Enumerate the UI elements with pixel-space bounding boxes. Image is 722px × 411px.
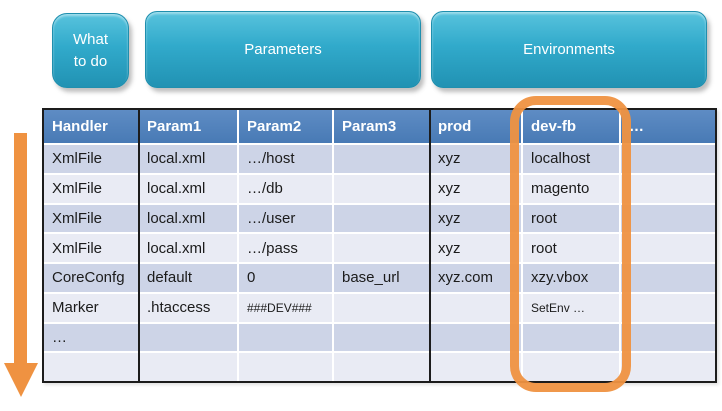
table-cell: Marker [52, 299, 99, 317]
table-cell: XmlFile [52, 150, 103, 168]
table-cell: local.xml [139, 204, 239, 233]
table-cell [621, 294, 715, 322]
table-cell: ###DEV### [239, 293, 334, 322]
column-header: Param1 [139, 110, 239, 143]
table-cell: xyz [430, 174, 523, 203]
column-divider-handler [138, 110, 140, 381]
table-cell [621, 175, 715, 203]
table-cell [621, 234, 715, 262]
table-cell: xyz.com [430, 264, 523, 292]
table-cell [621, 205, 715, 233]
table-cell [621, 324, 715, 352]
table-cell [239, 323, 334, 352]
column-header: prod [430, 110, 523, 143]
table-cell: magento [523, 174, 621, 203]
table-cell [334, 353, 430, 381]
table-cell [239, 353, 334, 381]
column-header: dev-fb [523, 110, 621, 143]
column-header: … [629, 118, 644, 135]
table-cell [44, 353, 139, 381]
table-cell [334, 324, 430, 352]
table-row: Marker .htaccess###DEV### SetEnv … [44, 291, 715, 322]
column-header: Handler [52, 118, 108, 135]
table-cell [139, 323, 239, 352]
table-cell: base_url [342, 269, 400, 287]
table-cell [139, 353, 239, 381]
parameters-button: Parameters [145, 11, 421, 88]
table-cell: CoreConfg [52, 269, 125, 287]
table-row: … [44, 321, 715, 352]
table-cell: root [523, 204, 621, 233]
table-cell: …/db [239, 174, 334, 203]
table-cell: XmlFile [52, 180, 103, 198]
table-cell: XmlFile [52, 209, 103, 227]
table-cell [430, 353, 523, 381]
table-cell: …/pass [239, 234, 334, 262]
table-cell [430, 323, 523, 352]
table-cell: xyz [430, 204, 523, 233]
table-cell: default [139, 264, 239, 292]
table-cell: local.xml [139, 145, 239, 173]
table-row [44, 351, 715, 381]
table-cell: xyz [430, 234, 523, 262]
table-cell [621, 145, 715, 173]
table-cell: XmlFile [52, 239, 103, 257]
environments-button: Environments [431, 11, 707, 88]
table-cell [334, 234, 430, 262]
table-cell: .htaccess [139, 293, 239, 322]
table-cell [430, 293, 523, 322]
table-cell: localhost [523, 145, 621, 173]
table-cell: local.xml [139, 174, 239, 203]
table-cell: …/user [239, 204, 334, 233]
column-header: Param2 [239, 110, 334, 143]
table-cell [334, 294, 430, 322]
what-to-do-button: What to do [52, 13, 129, 88]
table-cell: xyz [430, 145, 523, 173]
table-cell: xzy.vbox [523, 264, 621, 292]
table-cell [523, 353, 621, 381]
table-cell: SetEnv … [523, 293, 621, 322]
column-divider-param3 [429, 110, 431, 381]
table-cell [523, 323, 621, 352]
table-cell [621, 353, 715, 381]
down-arrow-shaft [14, 133, 27, 365]
table-cell: … [52, 328, 67, 346]
table-cell [621, 264, 715, 292]
down-arrow-head [4, 363, 38, 397]
table-cell: local.xml [139, 234, 239, 262]
table-cell [334, 205, 430, 233]
down-arrow-icon [4, 133, 38, 397]
table-cell: 0 [239, 264, 334, 292]
column-header: Param3 [342, 118, 397, 135]
table-cell [334, 145, 430, 173]
table-cell: root [523, 234, 621, 262]
table-cell [334, 175, 430, 203]
table-cell: …/host [239, 145, 334, 173]
